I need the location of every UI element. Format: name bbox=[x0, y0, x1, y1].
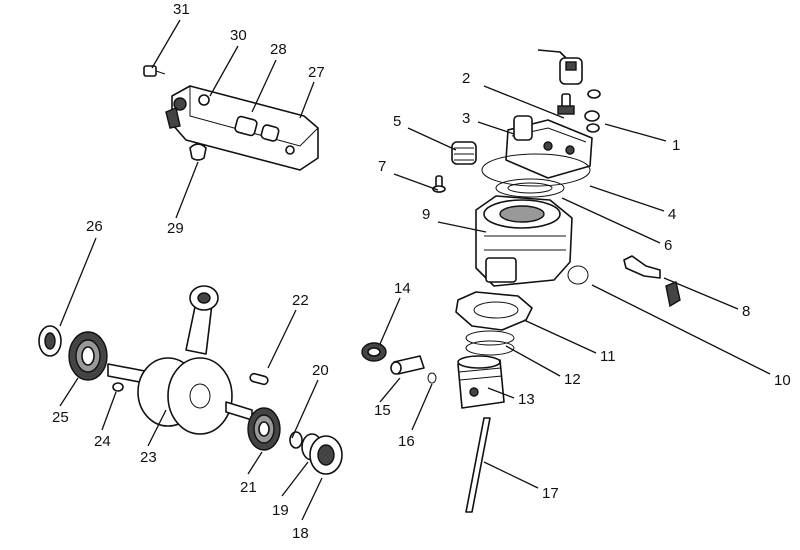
leader-line-27 bbox=[299, 81, 315, 119]
leader-line-31 bbox=[151, 19, 181, 69]
cylinder-group bbox=[361, 49, 681, 513]
callout-number-22: 22 bbox=[292, 292, 309, 309]
leader-line-1 bbox=[604, 123, 667, 142]
clip-part-29 bbox=[189, 143, 207, 161]
leader-line-10 bbox=[591, 284, 771, 375]
stud-part-17 bbox=[465, 417, 491, 513]
piston-rings-part-12 bbox=[465, 330, 515, 356]
callout-number-23: 23 bbox=[140, 449, 157, 466]
leader-line-21 bbox=[247, 451, 263, 475]
leader-line-23 bbox=[147, 409, 167, 447]
callout-number-28: 28 bbox=[270, 41, 287, 58]
gasket-part-4 bbox=[481, 153, 591, 187]
leader-line-15 bbox=[379, 377, 401, 403]
callout-number-29: 29 bbox=[167, 220, 184, 237]
key-part-24 bbox=[112, 382, 124, 392]
leader-line-30 bbox=[209, 45, 239, 97]
needle-bearing-part-14 bbox=[361, 342, 387, 362]
reed-block-part bbox=[165, 85, 319, 171]
leader-line-26 bbox=[59, 237, 97, 327]
callout-number-21: 21 bbox=[240, 479, 257, 496]
leader-line-20 bbox=[291, 379, 319, 439]
reed-valve-group bbox=[143, 65, 319, 171]
leader-line-8 bbox=[663, 277, 739, 310]
callout-number-8: 8 bbox=[742, 303, 750, 320]
valve-part-8 bbox=[623, 255, 681, 308]
leader-line-22 bbox=[267, 309, 297, 369]
callout-number-20: 20 bbox=[312, 362, 329, 379]
callout-number-9: 9 bbox=[422, 206, 430, 223]
leader-line-18 bbox=[301, 477, 323, 521]
callout-number-3: 3 bbox=[462, 110, 470, 127]
callout-number-25: 25 bbox=[52, 409, 69, 426]
leader-line-17 bbox=[483, 461, 539, 489]
base-gasket-part-11 bbox=[455, 291, 533, 331]
plug-cap-part bbox=[537, 49, 583, 85]
bolt-part-31 bbox=[143, 65, 166, 77]
crankshaft-group bbox=[38, 285, 343, 475]
callout-number-5: 5 bbox=[393, 113, 401, 130]
circlip-part-16 bbox=[427, 372, 437, 384]
seal-part-26 bbox=[38, 325, 62, 357]
callout-number-19: 19 bbox=[272, 502, 289, 519]
callout-number-10: 10 bbox=[774, 372, 791, 389]
gasket-part-6 bbox=[495, 178, 565, 198]
bearing-part-21 bbox=[247, 407, 281, 451]
callout-number-18: 18 bbox=[292, 525, 309, 542]
leader-line-7 bbox=[393, 173, 439, 191]
thermostat-part-5 bbox=[451, 141, 477, 165]
callout-number-13: 13 bbox=[518, 391, 535, 408]
callout-number-26: 26 bbox=[86, 218, 103, 235]
leader-line-6 bbox=[561, 197, 661, 244]
leader-line-25 bbox=[59, 377, 79, 407]
leader-line-2 bbox=[483, 85, 565, 119]
callout-number-30: 30 bbox=[230, 27, 247, 44]
cylinder-head-part-3 bbox=[505, 115, 593, 179]
piston-part-13 bbox=[457, 355, 505, 409]
leader-line-4 bbox=[589, 185, 665, 212]
callout-number-31: 31 bbox=[173, 1, 190, 18]
leader-line-9 bbox=[437, 221, 487, 233]
pin-part-22 bbox=[249, 372, 269, 386]
leader-line-28 bbox=[251, 59, 277, 113]
callout-number-17: 17 bbox=[542, 485, 559, 502]
seal-part-18 bbox=[309, 435, 343, 475]
callout-number-27: 27 bbox=[308, 64, 325, 81]
leader-line-3 bbox=[477, 121, 515, 135]
cylinder-part-9 bbox=[475, 195, 573, 287]
o-ring-part-10 bbox=[567, 265, 589, 285]
leader-line-24 bbox=[101, 391, 117, 431]
leader-line-19 bbox=[281, 461, 309, 497]
callout-number-11: 11 bbox=[600, 348, 616, 365]
bearing-part-25 bbox=[68, 331, 108, 381]
piston-pin-part-15 bbox=[390, 355, 425, 375]
callout-number-24: 24 bbox=[94, 433, 111, 450]
callout-number-4: 4 bbox=[668, 206, 676, 223]
bolt-part-7 bbox=[432, 175, 446, 193]
callout-number-7: 7 bbox=[378, 158, 386, 175]
leader-line-12 bbox=[505, 345, 561, 377]
leader-line-11 bbox=[523, 319, 597, 354]
nut-part-1 bbox=[584, 89, 601, 133]
leader-line-29 bbox=[175, 161, 199, 219]
callout-number-1: 1 bbox=[672, 137, 680, 154]
callout-number-6: 6 bbox=[664, 237, 672, 254]
callouts-layer: 1234567891011121314151617181920212223242… bbox=[52, 1, 791, 542]
crankshaft-part-23 bbox=[107, 285, 253, 435]
callout-number-12: 12 bbox=[564, 371, 581, 388]
leader-line-13 bbox=[487, 387, 515, 399]
leader-line-16 bbox=[411, 383, 433, 431]
callout-number-2: 2 bbox=[462, 70, 470, 87]
callout-number-14: 14 bbox=[394, 280, 411, 297]
spark-plug-part-2 bbox=[557, 93, 575, 115]
callout-number-16: 16 bbox=[398, 433, 415, 450]
washer-part-20 bbox=[289, 431, 303, 449]
leader-line-14 bbox=[379, 297, 401, 345]
leader-line-5 bbox=[407, 127, 457, 151]
callout-number-15: 15 bbox=[374, 402, 391, 419]
